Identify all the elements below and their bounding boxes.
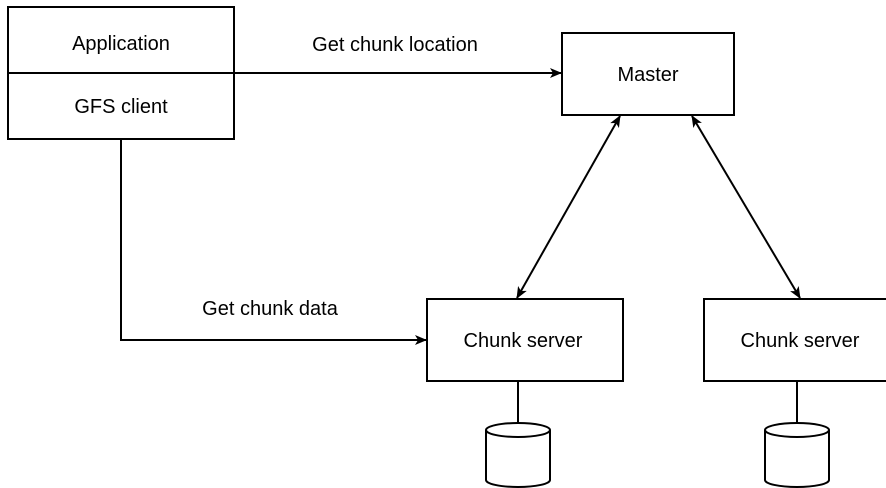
master-node: Master xyxy=(561,32,735,116)
chunk-server-node: Chunk server xyxy=(703,298,886,382)
client-node: Application GFS client xyxy=(7,6,235,140)
chunk-server-box xyxy=(426,298,624,382)
master-label: Master xyxy=(617,64,678,86)
master-chunk-server-2-link xyxy=(691,115,801,299)
disk-icon xyxy=(764,381,830,488)
chunk-server-label: Chunk server xyxy=(741,330,860,352)
disk-icon xyxy=(485,381,551,488)
application-label: Application xyxy=(72,33,170,55)
get-chunk-location-label: Get chunk location xyxy=(312,34,478,56)
get-chunk-location-edge: Get chunk location xyxy=(234,34,562,78)
gfs-client-label: GFS client xyxy=(74,96,168,118)
get-chunk-data-arrow xyxy=(120,139,427,345)
master-box xyxy=(561,32,735,116)
chunk-server-box xyxy=(703,298,886,382)
get-chunk-data-label: Get chunk data xyxy=(202,298,339,320)
chunk-server-node: Chunk server xyxy=(426,298,624,382)
master-chunk-server-1-link xyxy=(516,115,621,299)
get-chunk-data-edge: Get chunk data xyxy=(120,139,427,345)
chunk-server-label: Chunk server xyxy=(464,330,583,352)
